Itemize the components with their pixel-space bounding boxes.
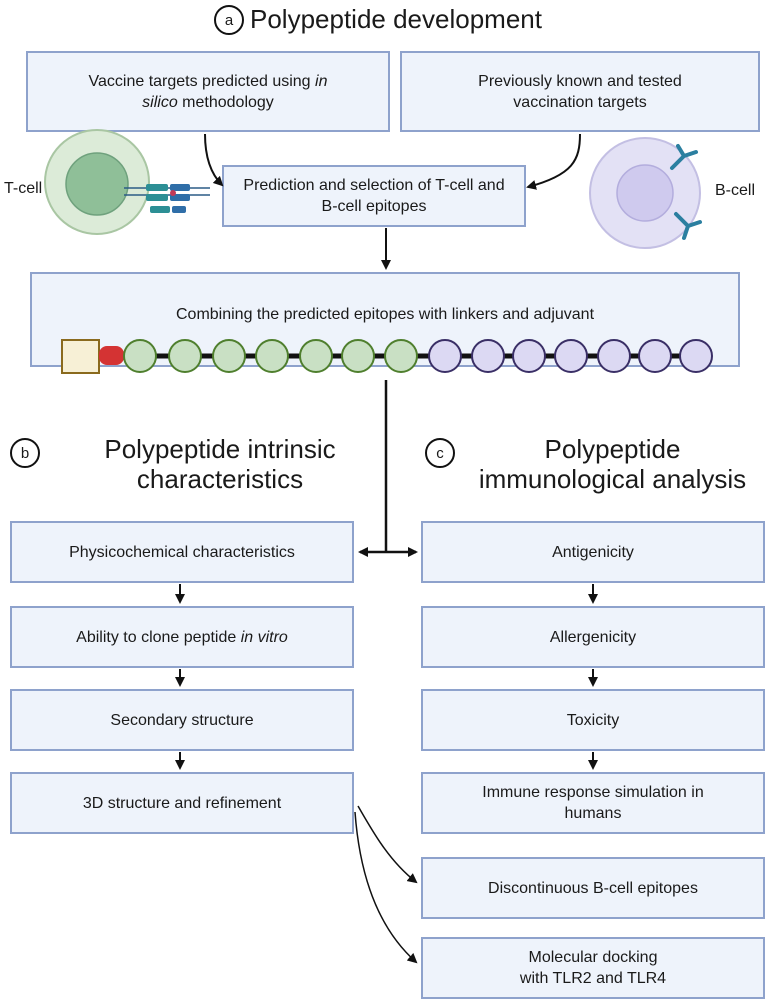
- section-a-label: a: [214, 5, 244, 35]
- step-antigenicity: Antigenicity: [421, 521, 765, 583]
- section-c-label: c: [425, 438, 455, 468]
- section-b-label: b: [10, 438, 40, 468]
- t-cell-illustration: [44, 129, 210, 235]
- t-cell-label: T-cell: [4, 180, 43, 197]
- step-discontinuous-epitopes: Discontinuous B-cell epitopes: [421, 857, 765, 919]
- step-allergenicity: Allergenicity: [421, 606, 765, 668]
- box-epitope-prediction: Prediction and selection of T-cell and B…: [222, 165, 526, 227]
- step-toxicity: Toxicity: [421, 689, 765, 751]
- section-b-title: Polypeptide intrinsic characteristics: [104, 434, 336, 494]
- section-c-title: Polypeptide immunological analysis: [478, 434, 747, 494]
- b-cell-illustration: [589, 137, 702, 249]
- step-immune-simulation: Immune response simulation in humans: [421, 772, 765, 834]
- epitope-chain: [61, 339, 713, 374]
- step-3d-structure: 3D structure and refinement: [10, 772, 354, 834]
- b-cell-epitopes: [428, 339, 713, 373]
- red-linker: [99, 346, 124, 365]
- b-cell-label: B-cell: [715, 182, 756, 199]
- box-insilico-targets: Vaccine targets predicted using in silic…: [26, 51, 390, 132]
- section-a-title: Polypeptide development: [250, 4, 542, 34]
- step-cloning: Ability to clone peptide in vitro: [10, 606, 354, 668]
- step-physicochemical: Physicochemical characteristics: [10, 521, 354, 583]
- adjuvant-block: [61, 339, 100, 374]
- t-cell-epitopes: [123, 339, 418, 373]
- step-secondary-structure: Secondary structure: [10, 689, 354, 751]
- box-known-targets: Previously known and tested vaccination …: [400, 51, 760, 132]
- step-molecular-docking: Molecular docking with TLR2 and TLR4: [421, 937, 765, 999]
